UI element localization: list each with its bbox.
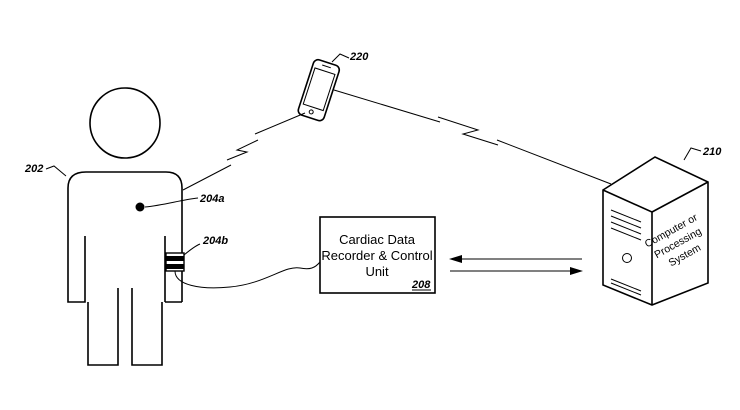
sensor-204b-stripe-2: [166, 264, 184, 269]
label-210: 210: [702, 146, 722, 158]
label-220: 220: [349, 51, 369, 63]
person-head: [89, 87, 161, 159]
recorder-208-box: Cardiac Data Recorder & Control Unit 208: [319, 216, 436, 294]
sensor-204a-dot: [135, 202, 145, 212]
wire-204b-to-208: [174, 261, 321, 289]
label-204a: 204a: [199, 193, 224, 205]
leader-202: [45, 165, 67, 177]
bidirectional-arrows: [449, 255, 583, 275]
recorder-line3: Unit: [365, 264, 389, 279]
person-body: [67, 171, 183, 366]
sensor-204b-stripe-1: [166, 256, 184, 261]
wireless-link-phone-computer: [333, 89, 612, 185]
label-204b: 204b: [202, 235, 228, 247]
wireless-link-chest-phone: [182, 112, 306, 191]
computer-text: Computer or Processing System: [643, 211, 704, 269]
label-202: 202: [24, 163, 43, 175]
leader-220: [331, 53, 350, 63]
phone-220: [297, 58, 341, 122]
recorder-line1: Cardiac Data: [339, 232, 416, 247]
computer-210-tower: [602, 156, 709, 306]
leader-204b: [183, 243, 201, 256]
recorder-line2: Recorder & Control: [321, 248, 432, 263]
leader-204a: [144, 197, 199, 208]
leader-210: [683, 147, 702, 161]
person-figure: [67, 87, 183, 366]
label-208: 208: [411, 279, 431, 291]
